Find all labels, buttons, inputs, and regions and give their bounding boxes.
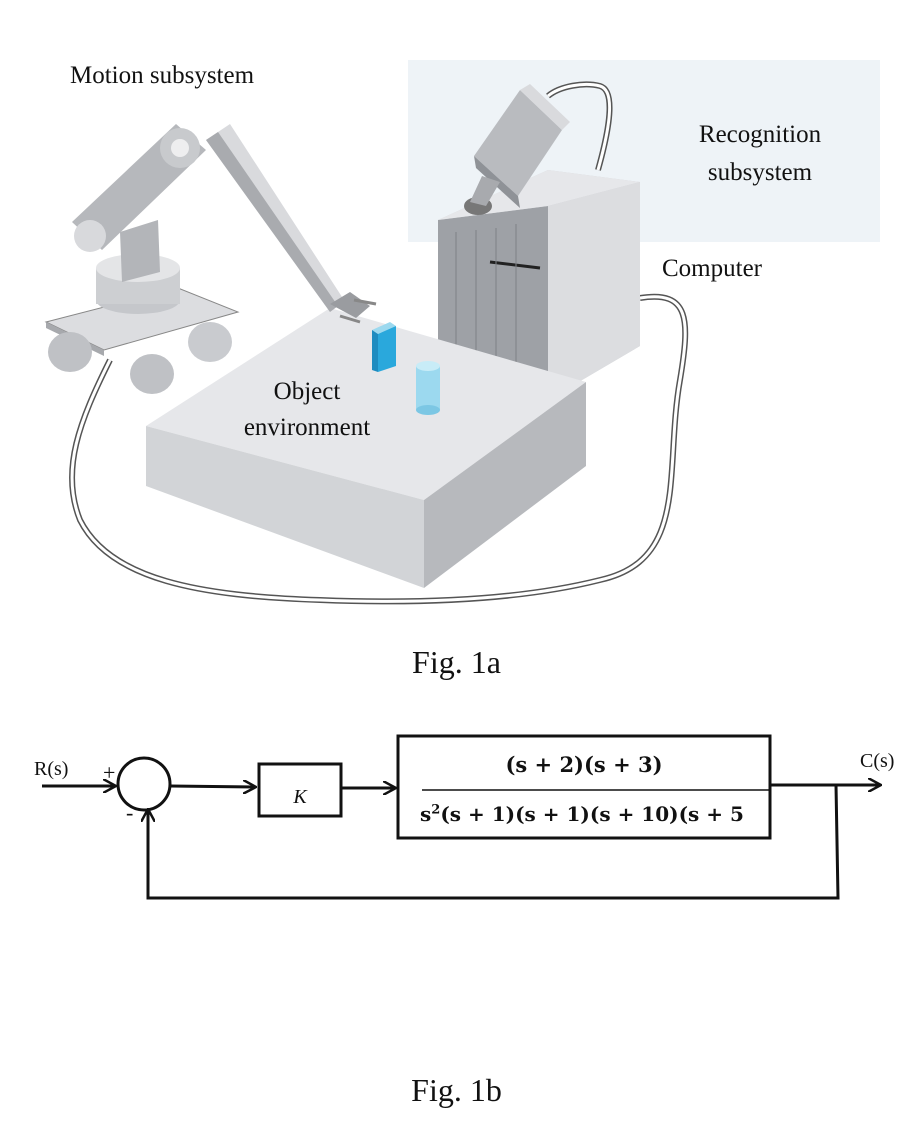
object-label-line1: Object — [273, 378, 341, 405]
minus-sign: - — [126, 800, 134, 825]
gain-block — [257, 762, 343, 818]
recognition-label-line2: subsystem — [707, 159, 813, 186]
gain-label: K — [293, 786, 307, 808]
recognition-subsystem-label: Recognition subsystem — [660, 116, 860, 192]
transfer-function-denominator: s2(s + 1)(s + 1)(s + 10)(s + 5 — [420, 802, 770, 826]
computer-label: Computer — [662, 255, 762, 282]
robot-arm — [72, 124, 377, 324]
blue-block — [372, 322, 396, 372]
transfer-function-numerator: (s + 2)(s + 3) — [505, 752, 663, 777]
object-environment-label: Object environment — [222, 374, 392, 446]
motion-subsystem-label: Motion subsystem — [70, 62, 255, 89]
camera — [464, 84, 570, 215]
block-diagram — [42, 734, 913, 900]
feedback-path — [148, 784, 840, 900]
blue-cylinder — [416, 361, 440, 415]
plant-block — [396, 734, 772, 840]
robot-base — [44, 254, 240, 394]
fig-1b-caption: Fig. 1b — [411, 1072, 502, 1108]
robot-system-illustration — [44, 60, 880, 605]
table — [146, 308, 586, 588]
denominator-power: 2 — [431, 802, 441, 818]
fig-1a-caption: Fig. 1a — [412, 644, 501, 680]
junction-to-gain-arrow — [169, 786, 255, 787]
plus-sign: + — [103, 760, 116, 785]
recognition-label-line1: Recognition — [698, 121, 822, 148]
denominator-rest: (s + 1)(s + 1)(s + 10)(s + 5 — [440, 802, 744, 826]
object-label-line2: environment — [243, 414, 371, 441]
output-signal-label: C(s) — [860, 750, 895, 772]
denominator-base: s — [420, 802, 432, 826]
computer-tower — [438, 170, 640, 400]
input-signal-label: R(s) — [34, 758, 69, 780]
